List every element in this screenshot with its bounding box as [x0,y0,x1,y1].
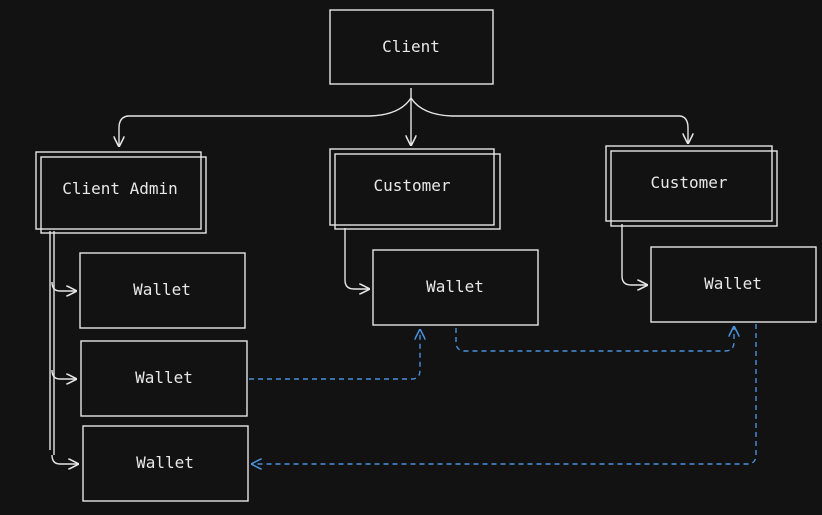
connector-admin-to-wallet-1 [51,281,76,291]
node-customer-2-wallet-label: Wallet [704,274,762,293]
connector-admin-to-wallet-2 [51,369,76,379]
node-client: Client [329,9,494,85]
link-customer-1-wallet-to-customer-2-wallet [455,327,734,352]
node-admin-wallet-3: Wallet [82,425,249,502]
connector-admin-to-wallet-3 [51,454,78,464]
admin-wallet-connectors [49,231,78,464]
node-customer-2-label: Customer [650,173,727,192]
node-customer-1-wallet: Wallet [372,249,539,326]
node-admin-wallet-2-label: Wallet [135,368,193,387]
connector-customer-1-to-wallet [344,228,369,289]
node-client-admin-label: Client Admin [62,179,178,198]
node-admin-wallet-1: Wallet [79,252,246,329]
node-admin-wallet-3-label: Wallet [136,453,194,472]
node-customer-2-wallet: Wallet [650,246,817,323]
node-admin-wallet-2: Wallet [80,340,248,417]
connector-customer-2-to-wallet [621,224,647,285]
connector-client-to-customer-2 [410,97,688,143]
node-client-label: Client [382,37,440,56]
link-customer-2-wallet-to-admin-wallet-3 [252,324,757,464]
node-customer-2: Customer [605,145,778,227]
customer-wallet-connectors [344,224,647,289]
wallet-links [249,324,757,464]
client-connectors [119,88,688,146]
link-admin-wallet-2-to-customer-1-wallet [249,330,420,380]
node-customer-1: Customer [329,148,501,230]
node-client-admin: Client Admin [35,151,207,234]
node-customer-1-label: Customer [373,176,450,195]
node-admin-wallet-1-label: Wallet [133,280,191,299]
connector-client-to-client-admin [119,97,412,146]
node-customer-1-wallet-label: Wallet [426,277,484,296]
